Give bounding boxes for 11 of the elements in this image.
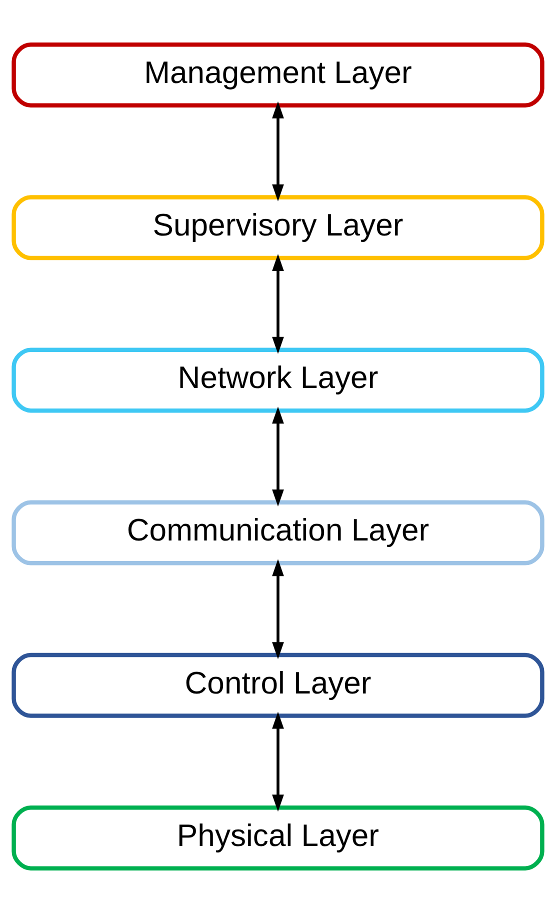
arrow [272, 254, 284, 354]
arrow [272, 406, 284, 506]
node-box: Supervisory Layer [12, 195, 544, 260]
node-box: Control Layer [12, 652, 544, 718]
node-box: Physical Layer [12, 805, 544, 870]
arrow [272, 559, 284, 660]
arrow [272, 712, 284, 812]
node-box: Management Layer [12, 42, 544, 108]
node-box: Communication Layer [12, 500, 544, 566]
node-box: Network Layer [12, 348, 544, 413]
arrow [272, 101, 284, 202]
